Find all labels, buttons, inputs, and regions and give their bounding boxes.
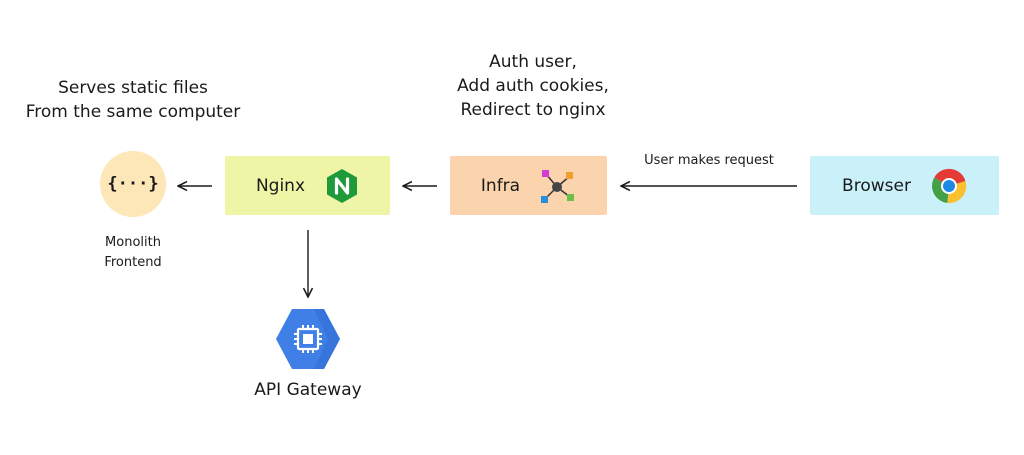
monolith-note-line1: Serves static files xyxy=(58,78,208,98)
infra-note: Auth user, Add auth cookies, Redirect to… xyxy=(430,50,636,122)
chip-hexagon-icon xyxy=(276,309,340,369)
chrome-logo-icon xyxy=(931,168,967,203)
curly-braces-icon: {···} xyxy=(107,174,159,194)
monolith-label-line2: Frontend xyxy=(104,255,162,270)
monolith-frontend-label: Monolith Frontend xyxy=(88,233,178,273)
infra-note-line2: Add auth cookies, xyxy=(457,76,609,96)
browser-label: Browser xyxy=(842,175,911,196)
nginx-label: Nginx xyxy=(255,175,306,196)
monolith-frontend-node: {···} xyxy=(100,151,166,217)
browser-node: Browser xyxy=(810,156,999,215)
nginx-logo-icon xyxy=(327,168,358,203)
infra-note-line1: Auth user, xyxy=(489,52,577,72)
infra-node: Infra xyxy=(450,156,607,215)
monolith-label-line1: Monolith xyxy=(105,235,161,250)
infra-note-line3: Redirect to nginx xyxy=(460,100,606,120)
infra-label: Infra xyxy=(480,175,521,196)
monolith-note: Serves static files From the same comput… xyxy=(20,76,246,124)
api-gateway-label: API Gateway xyxy=(254,380,362,400)
user-request-label: User makes request xyxy=(644,153,774,168)
nginx-node: Nginx xyxy=(225,156,390,215)
network-hub-icon xyxy=(541,169,575,203)
monolith-note-line2: From the same computer xyxy=(25,102,241,122)
